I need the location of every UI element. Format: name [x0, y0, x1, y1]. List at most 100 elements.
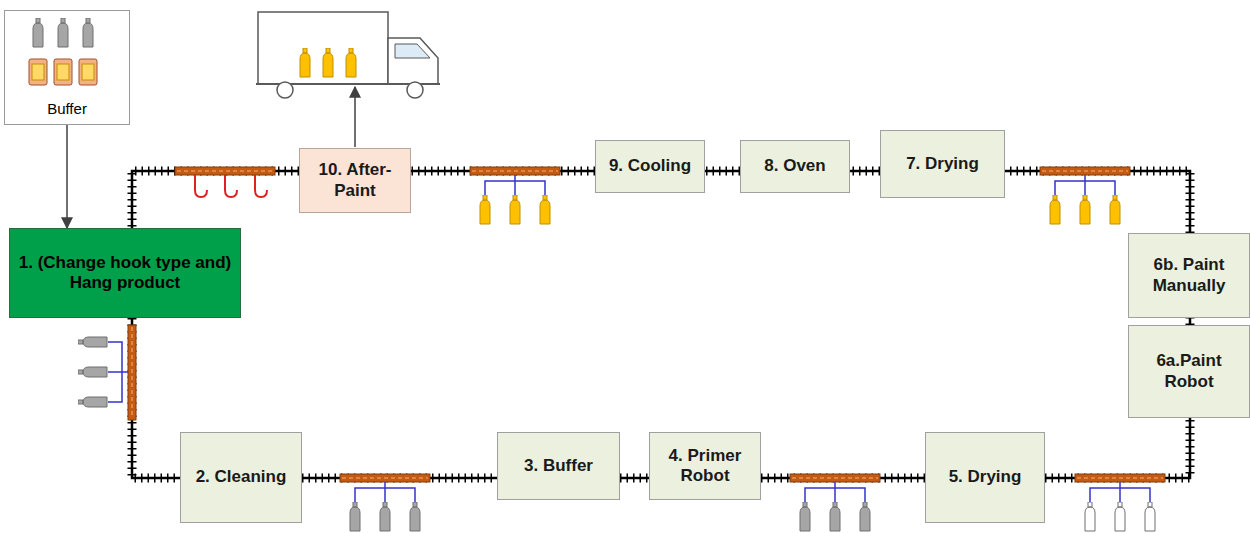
track-rail [1189, 318, 1192, 325]
conveyor-track [132, 171, 299, 228]
carrier-bar-line [342, 478, 428, 479]
truck-wheel [407, 82, 423, 98]
hanger-wire [485, 175, 545, 195]
track-ties [705, 167, 740, 176]
carrier-bar-line [1077, 478, 1163, 479]
arrow-line [66, 125, 68, 228]
hanger-wire [805, 482, 865, 502]
process-box: 10. After-Paint [299, 148, 411, 213]
bottle-icon [58, 18, 68, 47]
bottle-icon [800, 502, 810, 531]
conveyor-track [411, 171, 595, 172]
process-box: 3. Buffer [497, 432, 620, 500]
shipping-arrow [354, 87, 356, 147]
process-box: 2. Cleaning [180, 432, 302, 523]
conveyor-track [620, 478, 649, 479]
track-rail [850, 170, 880, 173]
carrier-bar [470, 167, 560, 175]
conveyor-track [761, 478, 925, 479]
bottle-icon [1145, 502, 1155, 531]
bottle-icon [78, 397, 107, 407]
track-ties [1005, 171, 1190, 233]
conveyor-track [302, 478, 497, 479]
track-ties [411, 167, 595, 176]
carrier-bar-line [1042, 171, 1128, 172]
empty-hook [195, 175, 267, 197]
conveyor-track [132, 318, 180, 478]
track-ties [850, 167, 880, 176]
track-rail [1045, 418, 1190, 478]
track-ties [1045, 418, 1190, 478]
track-ties [132, 171, 299, 228]
hanger-wire [1090, 482, 1150, 502]
bottle-icon [1110, 195, 1120, 224]
conveyor-track [1190, 318, 1191, 325]
bottle-icon [410, 502, 420, 531]
bottle-icon [350, 502, 360, 531]
node-label: 3. Buffer [524, 456, 593, 476]
bottle-icon [33, 18, 43, 47]
track-ties [761, 474, 925, 483]
bottle-icon [346, 48, 356, 77]
node-label: 9. Cooling [609, 156, 691, 176]
node-label: 6a.Paint Robot [1135, 351, 1243, 392]
carrier-bar-line [177, 171, 273, 172]
track-rail [620, 477, 649, 480]
bottle-icon [1050, 195, 1060, 224]
conveyor-track [850, 171, 880, 172]
track-rail [1005, 171, 1190, 233]
conveyor-track [1045, 418, 1190, 478]
package-icon [54, 59, 72, 85]
carrier-bar [1040, 167, 1130, 175]
truck-cargo [258, 12, 388, 84]
process-box: 4. Primer Robot [649, 432, 761, 500]
bottle-icon [480, 195, 490, 224]
track-rail [132, 171, 299, 228]
carrier-bar-line [132, 327, 133, 418]
node-label: 4. Primer Robot [656, 446, 754, 487]
hanger-wire [355, 482, 415, 502]
process-box: 8. Oven [740, 140, 850, 193]
conveyor-track [1005, 171, 1190, 233]
bottle-icon [78, 367, 107, 377]
process-box: 9. Cooling [595, 140, 705, 193]
bottle-icon [860, 502, 870, 531]
bottle-icon [1085, 502, 1095, 531]
bottle-icon [83, 18, 93, 47]
node-label: 7. Drying [906, 154, 979, 174]
bottle-icon [540, 195, 550, 224]
flow-arrow [67, 125, 68, 228]
node-label: 1. (Change hook type and) Hang product [16, 253, 234, 294]
bottle-icon [380, 502, 390, 531]
process-box: 6a.Paint Robot [1128, 325, 1250, 418]
carrier-bar [128, 325, 136, 420]
hang-station: 1. (Change hook type and) Hang product [9, 228, 241, 318]
node-label: Buffer [47, 100, 87, 118]
bottle-icon [1115, 502, 1125, 531]
carrier-bar [340, 474, 430, 482]
carrier-bar-line [792, 478, 878, 479]
package-icon [79, 59, 97, 85]
carrier-bar [790, 474, 880, 482]
truck-wheel [277, 82, 293, 98]
node-label: 6b. Paint Manually [1135, 255, 1243, 296]
bottle-icon [323, 48, 333, 77]
package-icon [29, 59, 47, 85]
bottle-icon [830, 502, 840, 531]
node-label: 2. Cleaning [196, 467, 287, 487]
process-box: 7. Drying [880, 130, 1005, 198]
process-box: 6b. Paint Manually [1128, 233, 1250, 318]
track-rail [132, 318, 180, 478]
node-label: 10. After-Paint [306, 160, 404, 201]
carrier-bar [1075, 474, 1165, 482]
bottle-icon [300, 48, 310, 77]
node-label: 5. Drying [949, 467, 1022, 487]
node-label: 8. Oven [764, 156, 825, 176]
truck-window [395, 44, 430, 58]
bottle-icon [1080, 195, 1090, 224]
carrier-bar [175, 167, 275, 175]
hanger-wire [1055, 175, 1115, 195]
track-ties [132, 318, 180, 478]
